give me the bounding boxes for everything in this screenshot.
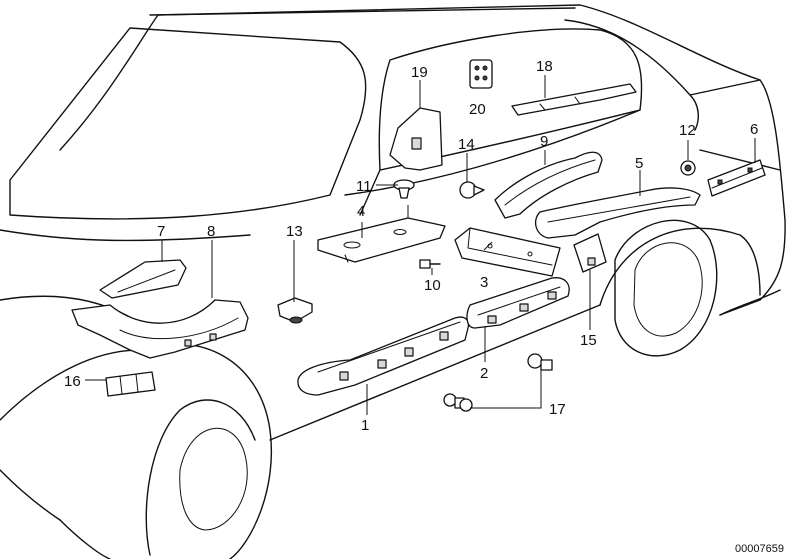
callout-13: 13	[286, 223, 303, 240]
callout-20: 20	[469, 101, 486, 118]
part-8-wheel-house-panel	[71, 299, 249, 359]
callout-2: 2	[480, 365, 488, 382]
part-3-channel-bracket	[454, 227, 561, 277]
diagram-reference-number: 00007659	[735, 543, 784, 555]
part-6-rear-strip	[707, 159, 766, 197]
callout-11: 11	[356, 178, 372, 195]
part-1-sill-trim-front	[297, 316, 470, 396]
callout-17: 17	[549, 401, 566, 418]
part-10-bolt	[419, 259, 441, 269]
part-11-clip	[393, 179, 415, 199]
part-16-clip-strip	[105, 371, 156, 397]
callout-6: 6	[750, 121, 758, 138]
callout-10: 10	[424, 277, 441, 294]
part-15-bracket-plate	[573, 233, 607, 273]
callout-4: 4	[357, 203, 365, 220]
callout-1: 1	[361, 417, 369, 434]
callout-8: 8	[207, 223, 215, 240]
callout-19: 19	[411, 64, 428, 81]
part-2-sill-trim-rear	[466, 277, 570, 329]
callout-18: 18	[536, 58, 553, 75]
part-20-clip-block	[469, 59, 493, 89]
callout-15: 15	[580, 332, 597, 349]
callout-5: 5	[635, 155, 643, 172]
callout-14: 14	[458, 136, 475, 153]
callout-7: 7	[157, 223, 165, 240]
callout-3: 3	[480, 274, 488, 291]
car-body-outline	[0, 4, 786, 559]
callout-16: 16	[64, 373, 81, 390]
part-4-floor-plate	[317, 217, 446, 263]
leader-lines	[85, 75, 756, 415]
part-7-front-bracket	[99, 259, 187, 299]
part-14-plug	[459, 181, 485, 199]
part-5-rear-rail	[534, 187, 701, 239]
part-17-rivets	[443, 353, 553, 412]
part-12-nut	[680, 160, 696, 176]
part-19-bracket	[389, 107, 443, 171]
part-9-rear-member	[494, 151, 603, 219]
callout-9: 9	[540, 133, 548, 150]
callout-numbers: 1 2 3 4 5 6 7 8 9 10 11 12 13 14 15 16 1…	[64, 58, 758, 434]
part-13-holder	[277, 297, 313, 324]
part-18-rail	[511, 83, 637, 116]
callout-12: 12	[679, 122, 696, 139]
